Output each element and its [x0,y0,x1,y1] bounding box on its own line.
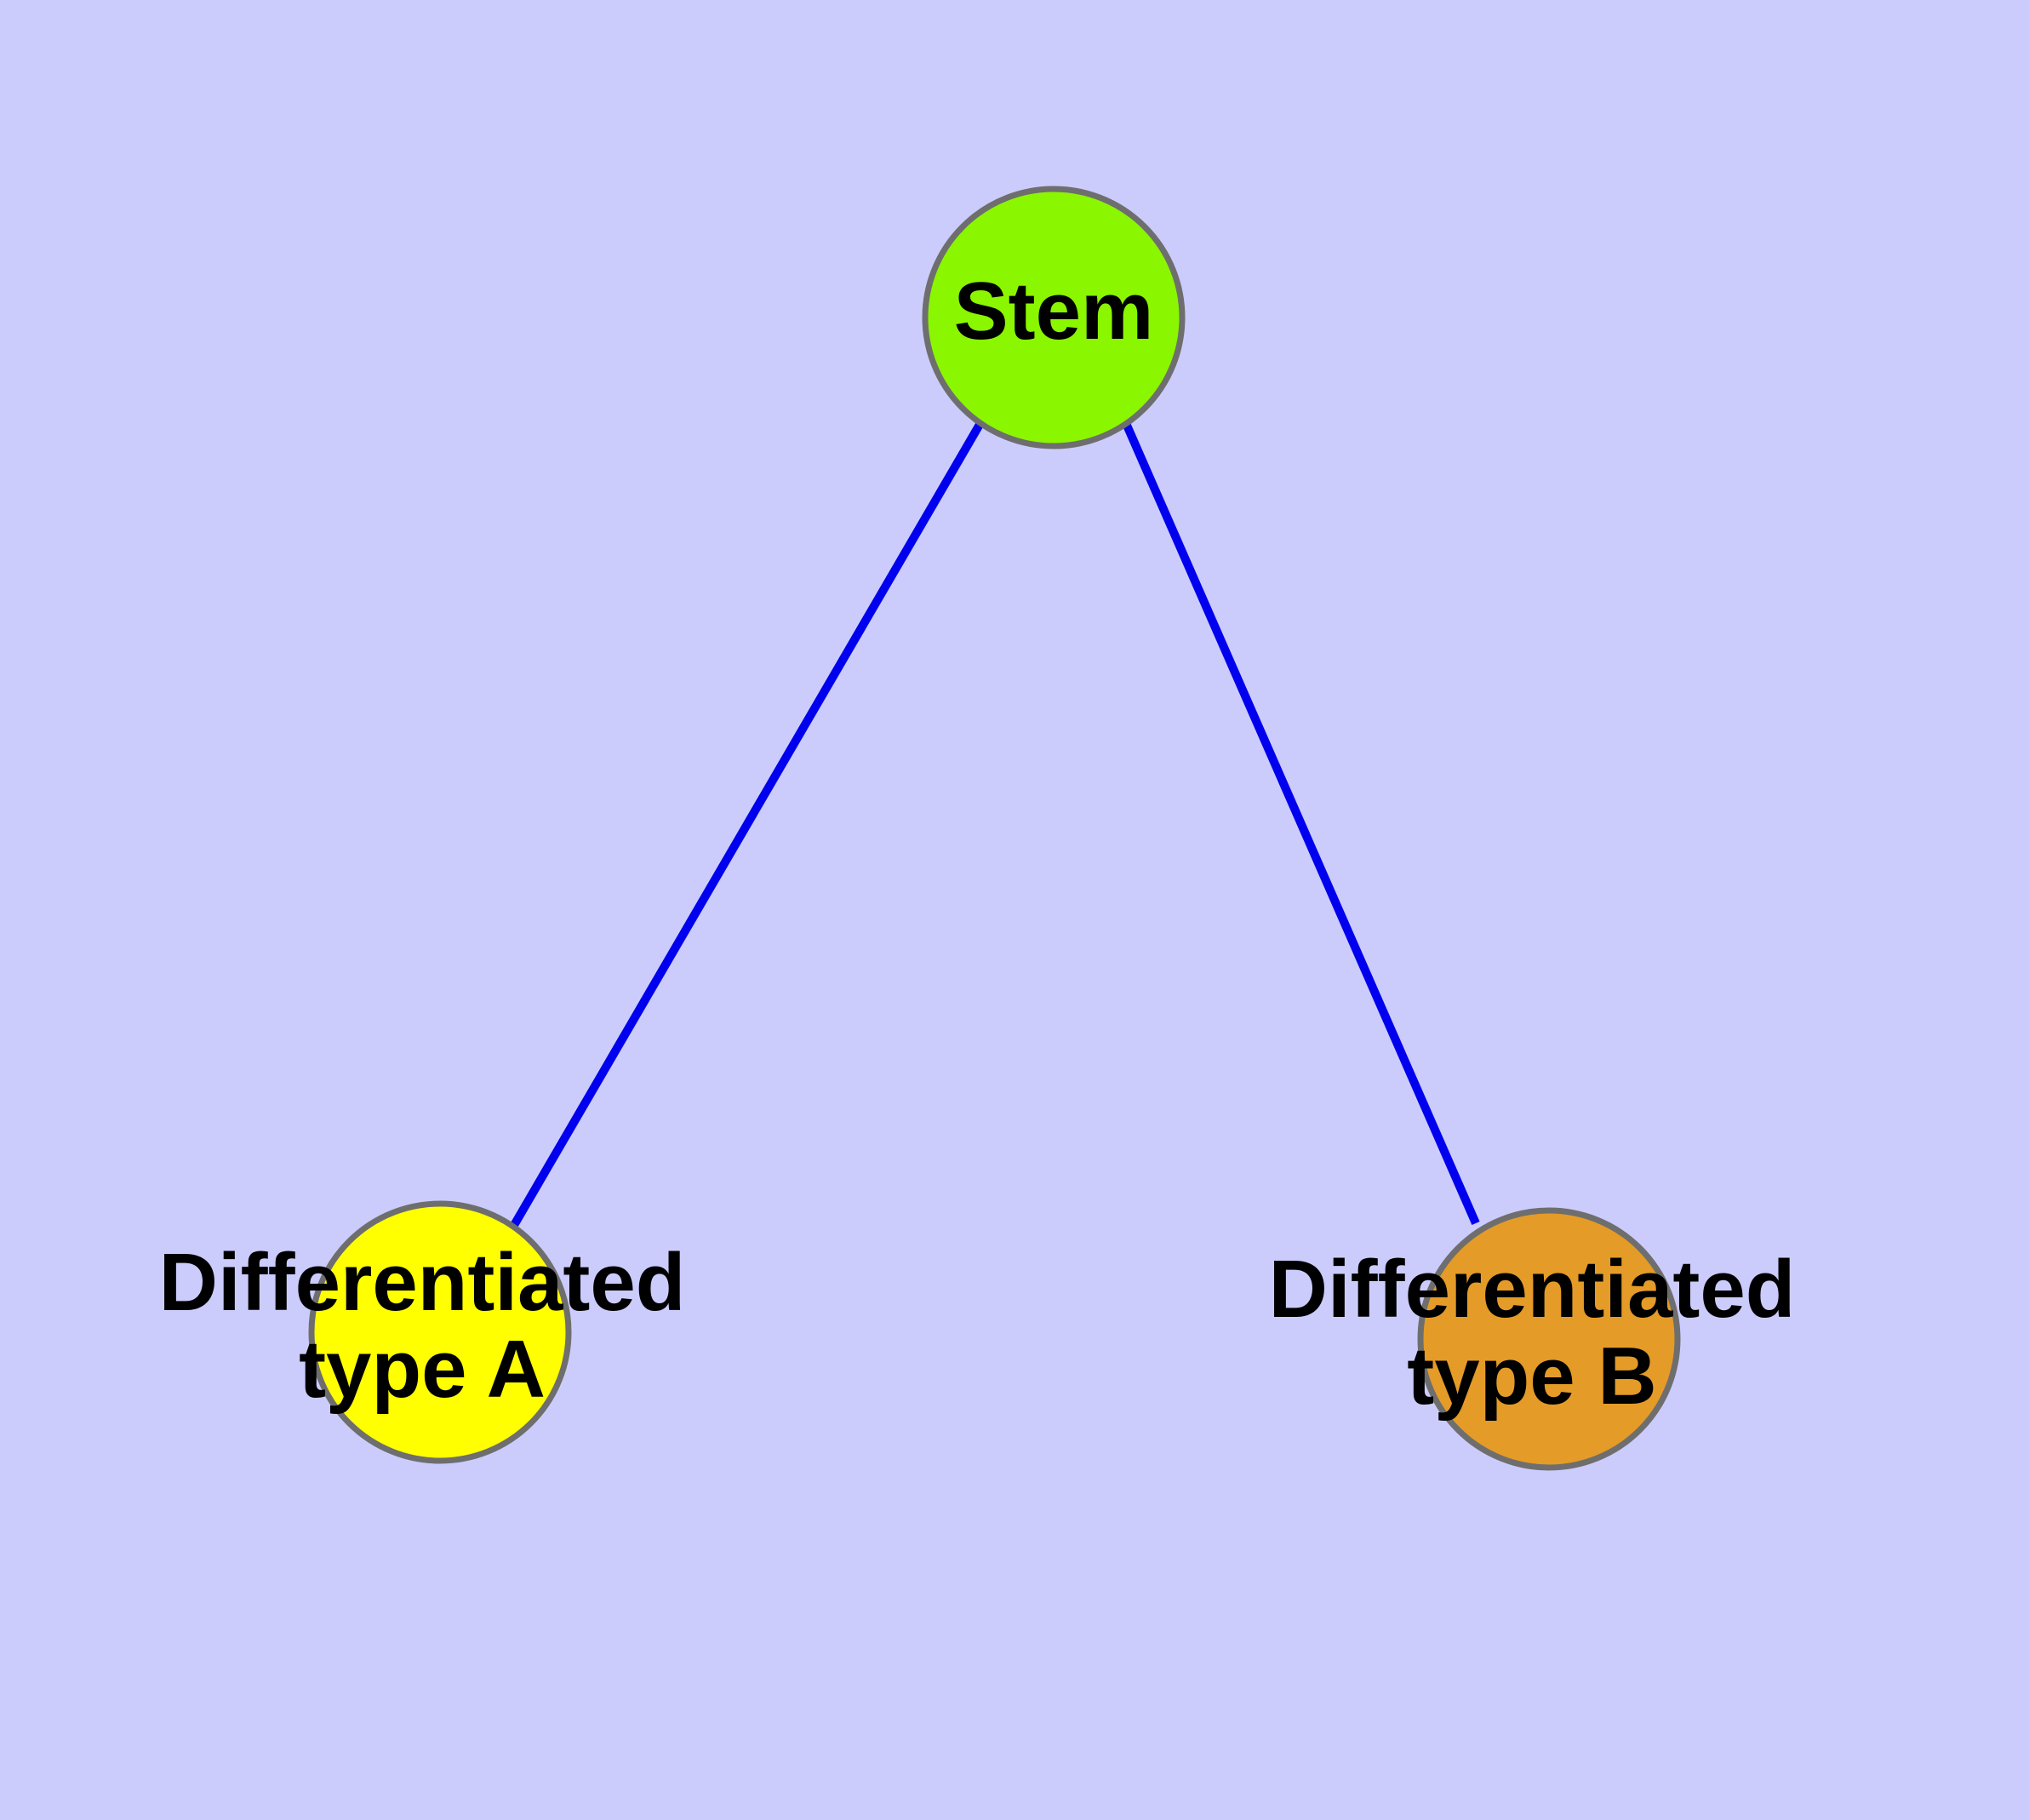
node-label-stem: Stem [954,266,1154,357]
node-label-line: Stem [954,266,1154,357]
node-label-line: Differentiated [159,1237,686,1328]
edge-layer [509,419,1480,1229]
node-label-line: type B [1407,1331,1656,1422]
node-diff_a[interactable] [308,1200,572,1464]
edge-stem-to-diff-a[interactable] [509,421,985,1229]
node-label-line: Differentiated [1269,1244,1796,1335]
node-diff_b[interactable] [1417,1207,1681,1471]
edge-stem-to-diff-b[interactable] [1121,419,1480,1226]
node-stem[interactable] [922,186,1186,449]
node-layer [308,186,1681,1471]
node-label-line: type A [299,1324,546,1415]
